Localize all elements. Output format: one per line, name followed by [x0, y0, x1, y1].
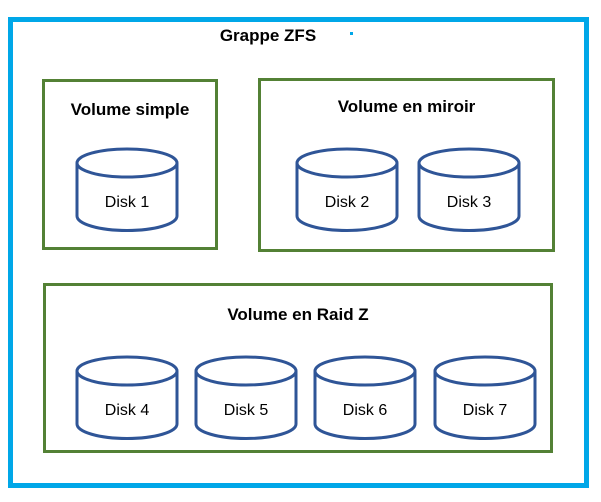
volume-raidz-title: Volume en Raid Z [227, 305, 369, 324]
cylinder-icon [433, 355, 537, 440]
disk-label: Disk 4 [104, 402, 150, 419]
disk-cylinder: Disk 1 [75, 147, 179, 233]
pool-title: Grappe ZFS [219, 26, 317, 45]
disk-label: Disk 6 [342, 402, 388, 419]
disk-cylinder: Disk 6 [313, 355, 417, 441]
disk-label: Disk 7 [462, 402, 508, 419]
disk-cylinder: Disk 4 [75, 355, 179, 441]
volume-mirror-box: Volume en miroir Disk 2 Disk 3 [258, 78, 555, 252]
volume-simple-box: Volume simple Disk 1 [42, 79, 218, 250]
disk-label: Disk 3 [446, 194, 492, 211]
cylinder-icon [295, 147, 399, 232]
volume-mirror-title: Volume en miroir [337, 97, 476, 116]
cylinder-icon [194, 355, 298, 440]
disk-label: Disk 2 [324, 194, 370, 211]
disk-label: Disk 5 [223, 402, 269, 419]
cylinder-icon [417, 147, 521, 232]
disk-label: Disk 1 [104, 194, 150, 211]
cylinder-icon [75, 355, 179, 440]
disk-cylinder: Disk 3 [417, 147, 521, 233]
disk-cylinder: Disk 2 [295, 147, 399, 233]
stray-dot [350, 32, 353, 35]
volume-raidz-box: Volume en Raid Z Disk 4 Disk 5 [43, 283, 553, 453]
disk-cylinder: Disk 5 [194, 355, 298, 441]
volume-simple-title: Volume simple [70, 100, 190, 119]
cylinder-icon [313, 355, 417, 440]
cylinder-icon [75, 147, 179, 232]
disk-cylinder: Disk 7 [433, 355, 537, 441]
zfs-pool-box: Grappe ZFS Volume simple Disk 1 Volume e… [8, 17, 589, 488]
